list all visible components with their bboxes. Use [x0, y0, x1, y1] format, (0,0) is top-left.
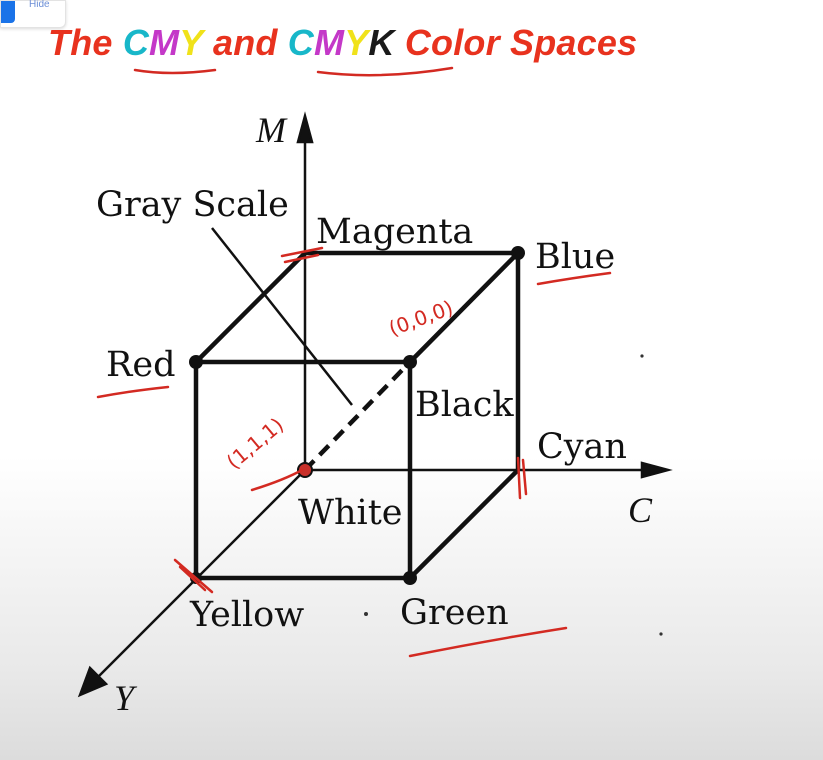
- title-text-the: The: [48, 22, 123, 63]
- yellow-tick-mark: [173, 558, 214, 594]
- slide-title: The CMY and CMYK Color Spaces: [48, 22, 637, 64]
- y-axis-label: Y: [114, 678, 138, 718]
- underline-cmy: [133, 68, 217, 75]
- underline-cmyk: [316, 66, 454, 77]
- hide-label: Hide: [29, 0, 50, 10]
- green-label: Green: [400, 593, 509, 633]
- title-cmy-c: C: [122, 22, 150, 63]
- stray-dots: [364, 354, 663, 636]
- axes: [77, 111, 673, 698]
- yellow-label: Yellow: [189, 595, 304, 635]
- gray-scale-label: Gray Scale: [96, 185, 289, 225]
- black-coordinate-annotation: (0,0,0): [386, 295, 457, 340]
- title-cmyk-k: K: [368, 22, 395, 63]
- title-cmy-y: Y: [179, 22, 203, 63]
- edge-cyan-green: [408, 468, 520, 580]
- blue-vertex-dot: [511, 246, 525, 260]
- gray-scale-pointer: [211, 227, 353, 406]
- black-label: Black: [415, 385, 514, 425]
- title-text-and: and: [202, 22, 288, 63]
- c-axis-label: C: [628, 490, 653, 530]
- edge-blue-black: [408, 251, 520, 364]
- title-cmyk-m: M: [314, 22, 345, 63]
- m-axis-label: M: [255, 110, 288, 150]
- red-label: Red: [106, 345, 175, 385]
- cube-edges: [193, 250, 521, 581]
- title-cmyk-y: Y: [344, 22, 369, 63]
- edge-magenta-red: [194, 251, 307, 364]
- title-text-color-spaces: Color Spaces: [394, 22, 638, 63]
- title-underlines: [133, 66, 454, 77]
- gray-scale-diagonal: [303, 360, 412, 472]
- hide-button[interactable]: Hide: [0, 0, 66, 28]
- cyan-label: Cyan: [537, 427, 627, 467]
- white-label: White: [298, 493, 403, 533]
- magenta-tick-mark: [280, 246, 324, 264]
- black-vertex-dot: [403, 355, 417, 369]
- m-axis-arrowhead: [296, 111, 314, 144]
- title-cmy-m: M: [149, 22, 180, 63]
- white-annotation-hook: [250, 468, 304, 492]
- blue-underline: [536, 271, 612, 286]
- magenta-label: Magenta: [316, 212, 473, 252]
- green-underline: [408, 626, 568, 658]
- red-underline: [96, 385, 170, 399]
- green-vertex-dot: [403, 571, 417, 585]
- cyan-tick-mark: [516, 456, 528, 500]
- white-coordinate-annotation: (1,1,1): [222, 413, 288, 474]
- c-axis-arrowhead: [640, 461, 673, 479]
- red-vertex-dot: [189, 355, 203, 369]
- blue-label: Blue: [535, 237, 615, 277]
- red-annotation-marks: [96, 246, 612, 658]
- white-vertex-dot: [297, 462, 313, 478]
- title-cmyk-c: C: [287, 22, 314, 63]
- y-axis-arrowhead: [77, 665, 109, 698]
- hide-tab-icon: [1, 1, 15, 23]
